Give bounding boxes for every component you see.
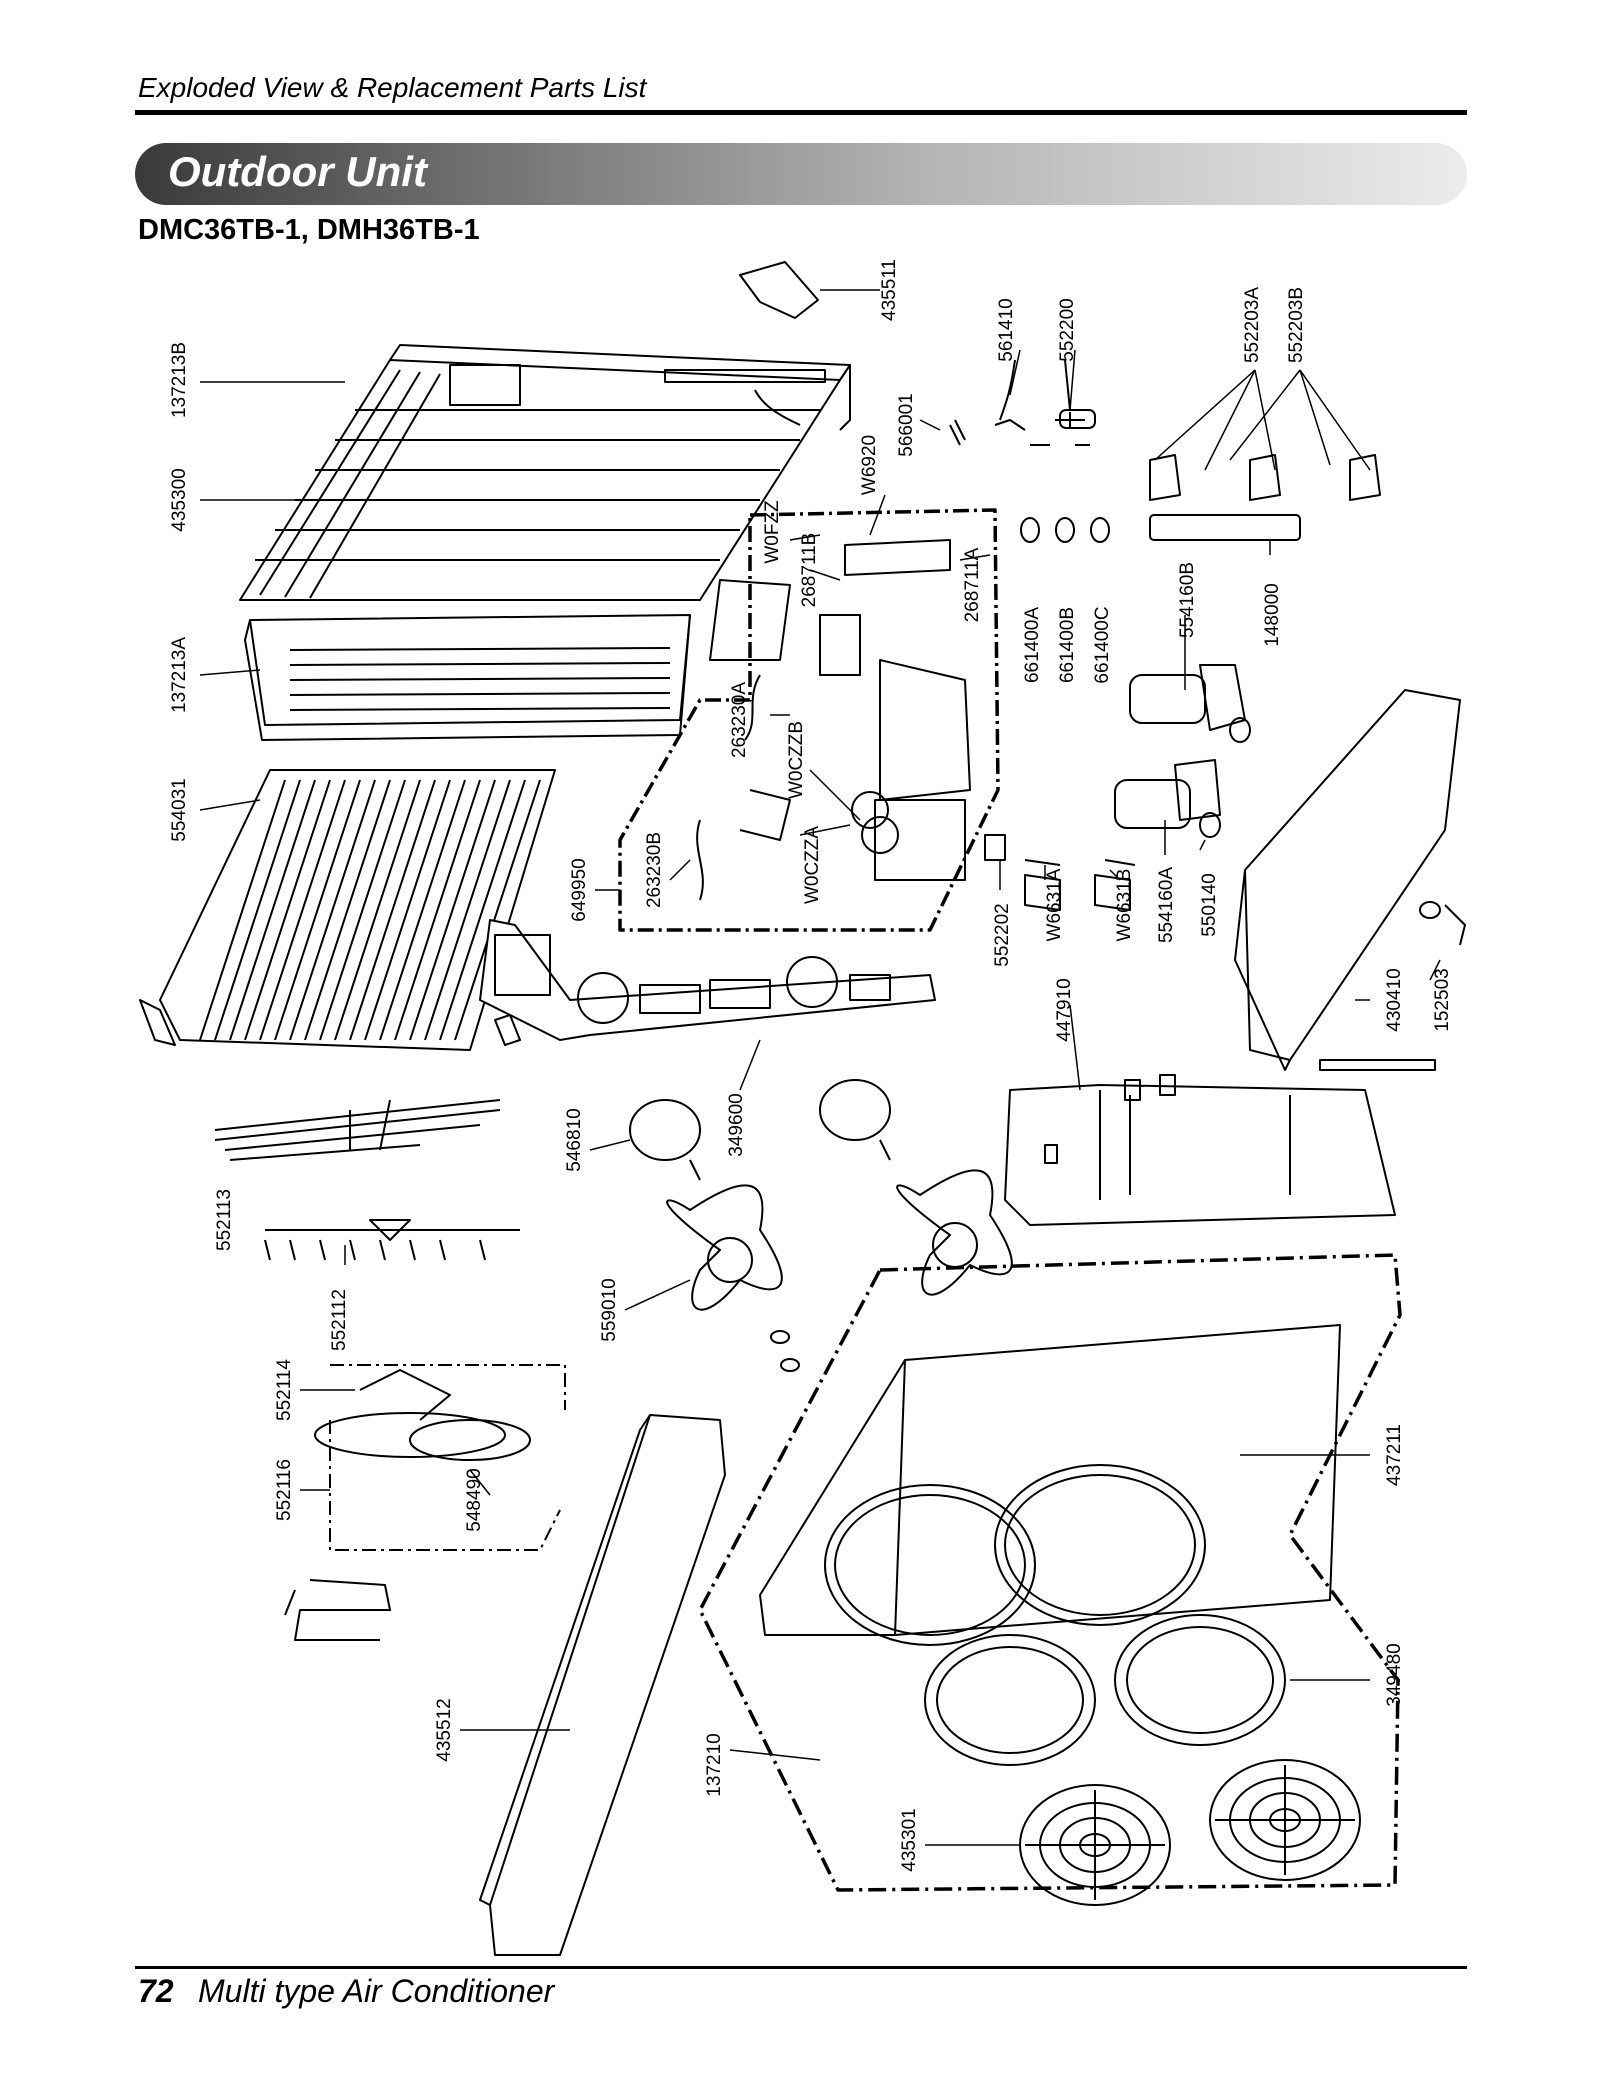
part-label: 435301: [899, 1808, 920, 1871]
part-label: W0FZZ: [762, 500, 783, 564]
part-label: 268711B: [799, 533, 820, 608]
side-panel-435512: [479, 1414, 726, 1956]
part-label: 137210: [704, 1733, 725, 1796]
front-panel-437211: [759, 1324, 1341, 1646]
fan-guards: [1019, 1759, 1361, 1906]
service-valve-566001: [949, 419, 966, 446]
footer-rule: [135, 1966, 1467, 1969]
part-labels: 137213B 435300 137213A 554031 552113 552…: [169, 259, 1453, 1872]
section-title-bar: [135, 143, 1467, 205]
part-label: 552116: [274, 1459, 295, 1521]
part-label: 435512: [434, 1698, 455, 1761]
model-numbers: DMC36TB-1, DMH36TB-1: [138, 214, 480, 246]
part-label: 552203B: [1286, 287, 1307, 363]
part-label: W0CZZB: [786, 721, 807, 799]
part-label: 546810: [564, 1108, 585, 1171]
part-label: W6631B: [1114, 869, 1135, 942]
header-rule: [135, 110, 1467, 115]
part-label: 263230A: [729, 682, 750, 758]
part-label: 268711A: [962, 547, 983, 622]
louver-panel: [244, 614, 691, 741]
part-label: 649950: [569, 858, 590, 921]
part-label: 550140: [1199, 873, 1220, 936]
base-plate-430410: [1234, 689, 1466, 1071]
part-label: 552203A: [1242, 287, 1263, 363]
part-label: 554031: [169, 778, 190, 841]
cabinet-outline: [698, 1253, 1402, 1892]
fan-motors: [629, 1079, 891, 1181]
part-label: 554160B: [1177, 562, 1198, 638]
fan-blades: [666, 1169, 1013, 1372]
clip-bracket: [284, 1579, 391, 1641]
page-header-title: Exploded View & Replacement Parts List: [138, 72, 647, 103]
side-panel-447910: [1004, 1074, 1396, 1226]
part-label: 552114: [274, 1359, 295, 1421]
piping-552113: [214, 1099, 501, 1161]
part-label: 137213A: [169, 637, 190, 713]
fan-bracket-349600: [479, 919, 936, 1041]
heat-exchanger-coil: [139, 769, 556, 1051]
sensor-561410: [994, 359, 1026, 431]
footer-title: Multi type Air Conditioner: [198, 1973, 555, 2009]
part-label: 148000: [1262, 583, 1283, 646]
part-label: 435300: [169, 468, 190, 531]
part-label: 437211: [1384, 1424, 1405, 1486]
part-label: 430410: [1384, 968, 1405, 1031]
part-label: W6631A: [1044, 868, 1065, 941]
part-label: 661400C: [1092, 606, 1113, 683]
part-label: 349480: [1384, 1643, 1405, 1706]
sensor-552200: [1055, 359, 1085, 428]
part-label: 152503: [1432, 968, 1453, 1031]
reversing-valve-parts: [754, 389, 1381, 911]
part-label: 661400B: [1057, 607, 1078, 683]
piping-552112: [264, 1219, 520, 1261]
part-label: 263230B: [644, 832, 665, 908]
top-bracket-435511: [739, 261, 819, 319]
page-number: 72: [138, 1973, 174, 2009]
top-grille-panel: [239, 344, 851, 601]
part-label: 552200: [1057, 298, 1078, 361]
part-label: 566001: [896, 393, 917, 456]
part-label: 554160A: [1156, 867, 1177, 943]
part-label: 661400A: [1022, 607, 1043, 683]
part-label: 349600: [726, 1093, 747, 1156]
part-label: 552112: [329, 1289, 350, 1351]
section-title: Outdoor Unit: [168, 148, 427, 195]
bellmouth-rings: [924, 1614, 1286, 1766]
leader-lines: [199, 289, 1441, 1846]
part-label: 447910: [1054, 978, 1075, 1041]
accumulator-group: [314, 1364, 566, 1551]
control-box-parts: [696, 539, 971, 901]
control-box-outline: [618, 508, 1000, 932]
part-label: 552113: [214, 1189, 235, 1251]
part-label: W0CZZA: [802, 826, 823, 904]
part-label: 548490: [464, 1468, 485, 1531]
part-label: 435511: [879, 259, 900, 321]
part-label: W6920: [859, 435, 880, 495]
part-label: 561410: [996, 298, 1017, 361]
part-label: 559010: [599, 1278, 620, 1341]
part-label: 137213B: [169, 342, 190, 418]
part-label: 552202: [992, 903, 1013, 966]
